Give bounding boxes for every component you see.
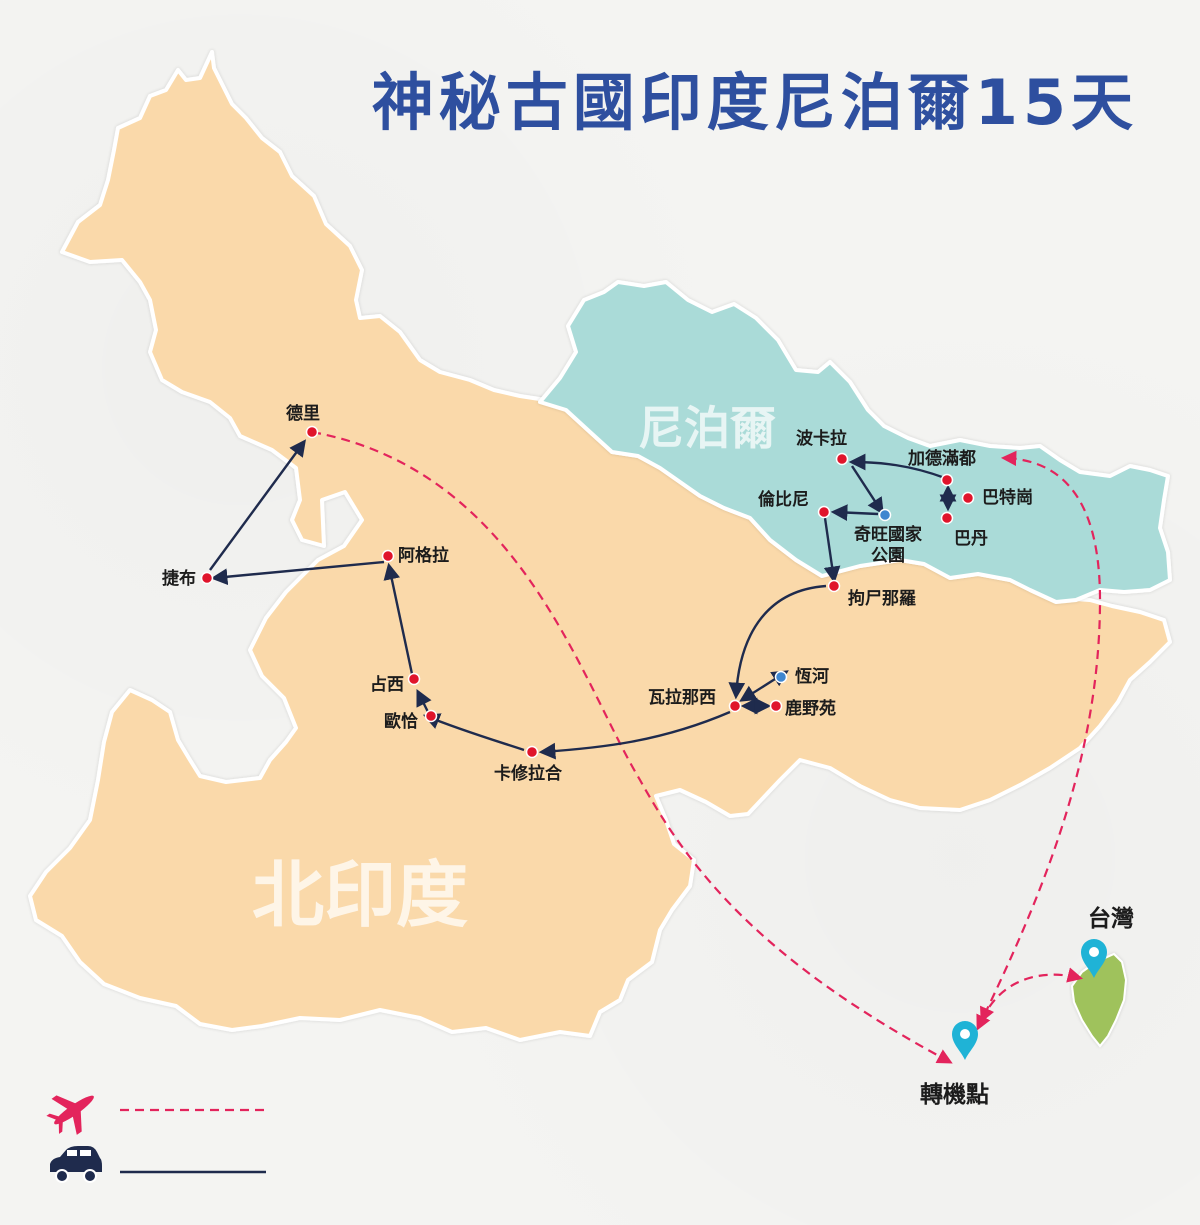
dot-lumbini [817, 505, 831, 519]
label-delhi: 德里 [286, 404, 320, 424]
label-sarnath: 鹿野苑 [785, 699, 836, 719]
flight-routes [311, 430, 1102, 1064]
legend [46, 1095, 266, 1183]
location-pin-icon [952, 1021, 978, 1060]
pin-taiwan [1081, 939, 1107, 978]
pin-transit [952, 1021, 978, 1060]
label-orchha: 歐恰 [384, 712, 418, 732]
dot-kathmandu [940, 473, 954, 487]
label-bhaktapur: 巴特崗 [982, 488, 1033, 508]
label-kushinagar: 拘尸那羅 [848, 589, 916, 609]
label-kathmandu: 加德滿都 [908, 449, 976, 469]
dot-jhansi [407, 672, 421, 686]
dot-sarnath [769, 699, 783, 713]
dot-varanasi [728, 699, 742, 713]
car-icon [50, 1146, 102, 1183]
label-transit: 轉機點 [920, 1081, 989, 1108]
label-agra: 阿格拉 [398, 546, 449, 566]
dot-agra [381, 549, 395, 563]
dot-chitwan [878, 508, 892, 522]
airplane-icon [46, 1095, 94, 1135]
location-pin-icon [1081, 939, 1107, 978]
dot-ganges [774, 670, 788, 684]
label-ganges: 恆河 [795, 667, 829, 687]
page-title: 神秘古國印度尼泊爾15天 [371, 66, 1138, 139]
dot-jaipur [200, 571, 214, 585]
dot-pokhara [835, 452, 849, 466]
label-varanasi: 瓦拉那西 [648, 688, 716, 708]
label-patan: 巴丹 [954, 529, 988, 549]
flight-transit-taiwan [980, 967, 1083, 1023]
region-label-nepal: 尼泊爾 [638, 401, 776, 455]
flight-delhi-transit [311, 430, 953, 1064]
dot-delhi [305, 425, 319, 439]
label-khajuraho: 卡修拉合 [494, 764, 562, 784]
flight-transit-kathmandu [976, 450, 1102, 1031]
dot-orchha [424, 709, 438, 723]
label-chitwan: 奇旺國家公園 [854, 525, 922, 566]
dot-bhaktapur [961, 491, 975, 505]
drive-routes [209, 439, 957, 760]
dot-khajuraho [525, 745, 539, 759]
dot-kushinagar [827, 579, 841, 593]
label-jhansi: 占西 [370, 675, 404, 695]
dot-patan [940, 511, 954, 525]
city-markers [200, 425, 975, 759]
region-label-india: 北印度 [252, 853, 469, 937]
label-taiwan: 台灣 [1088, 905, 1134, 932]
label-jaipur: 捷布 [162, 569, 196, 589]
label-pokhara: 波卡拉 [796, 429, 847, 449]
label-lumbini: 倫比尼 [758, 490, 809, 510]
